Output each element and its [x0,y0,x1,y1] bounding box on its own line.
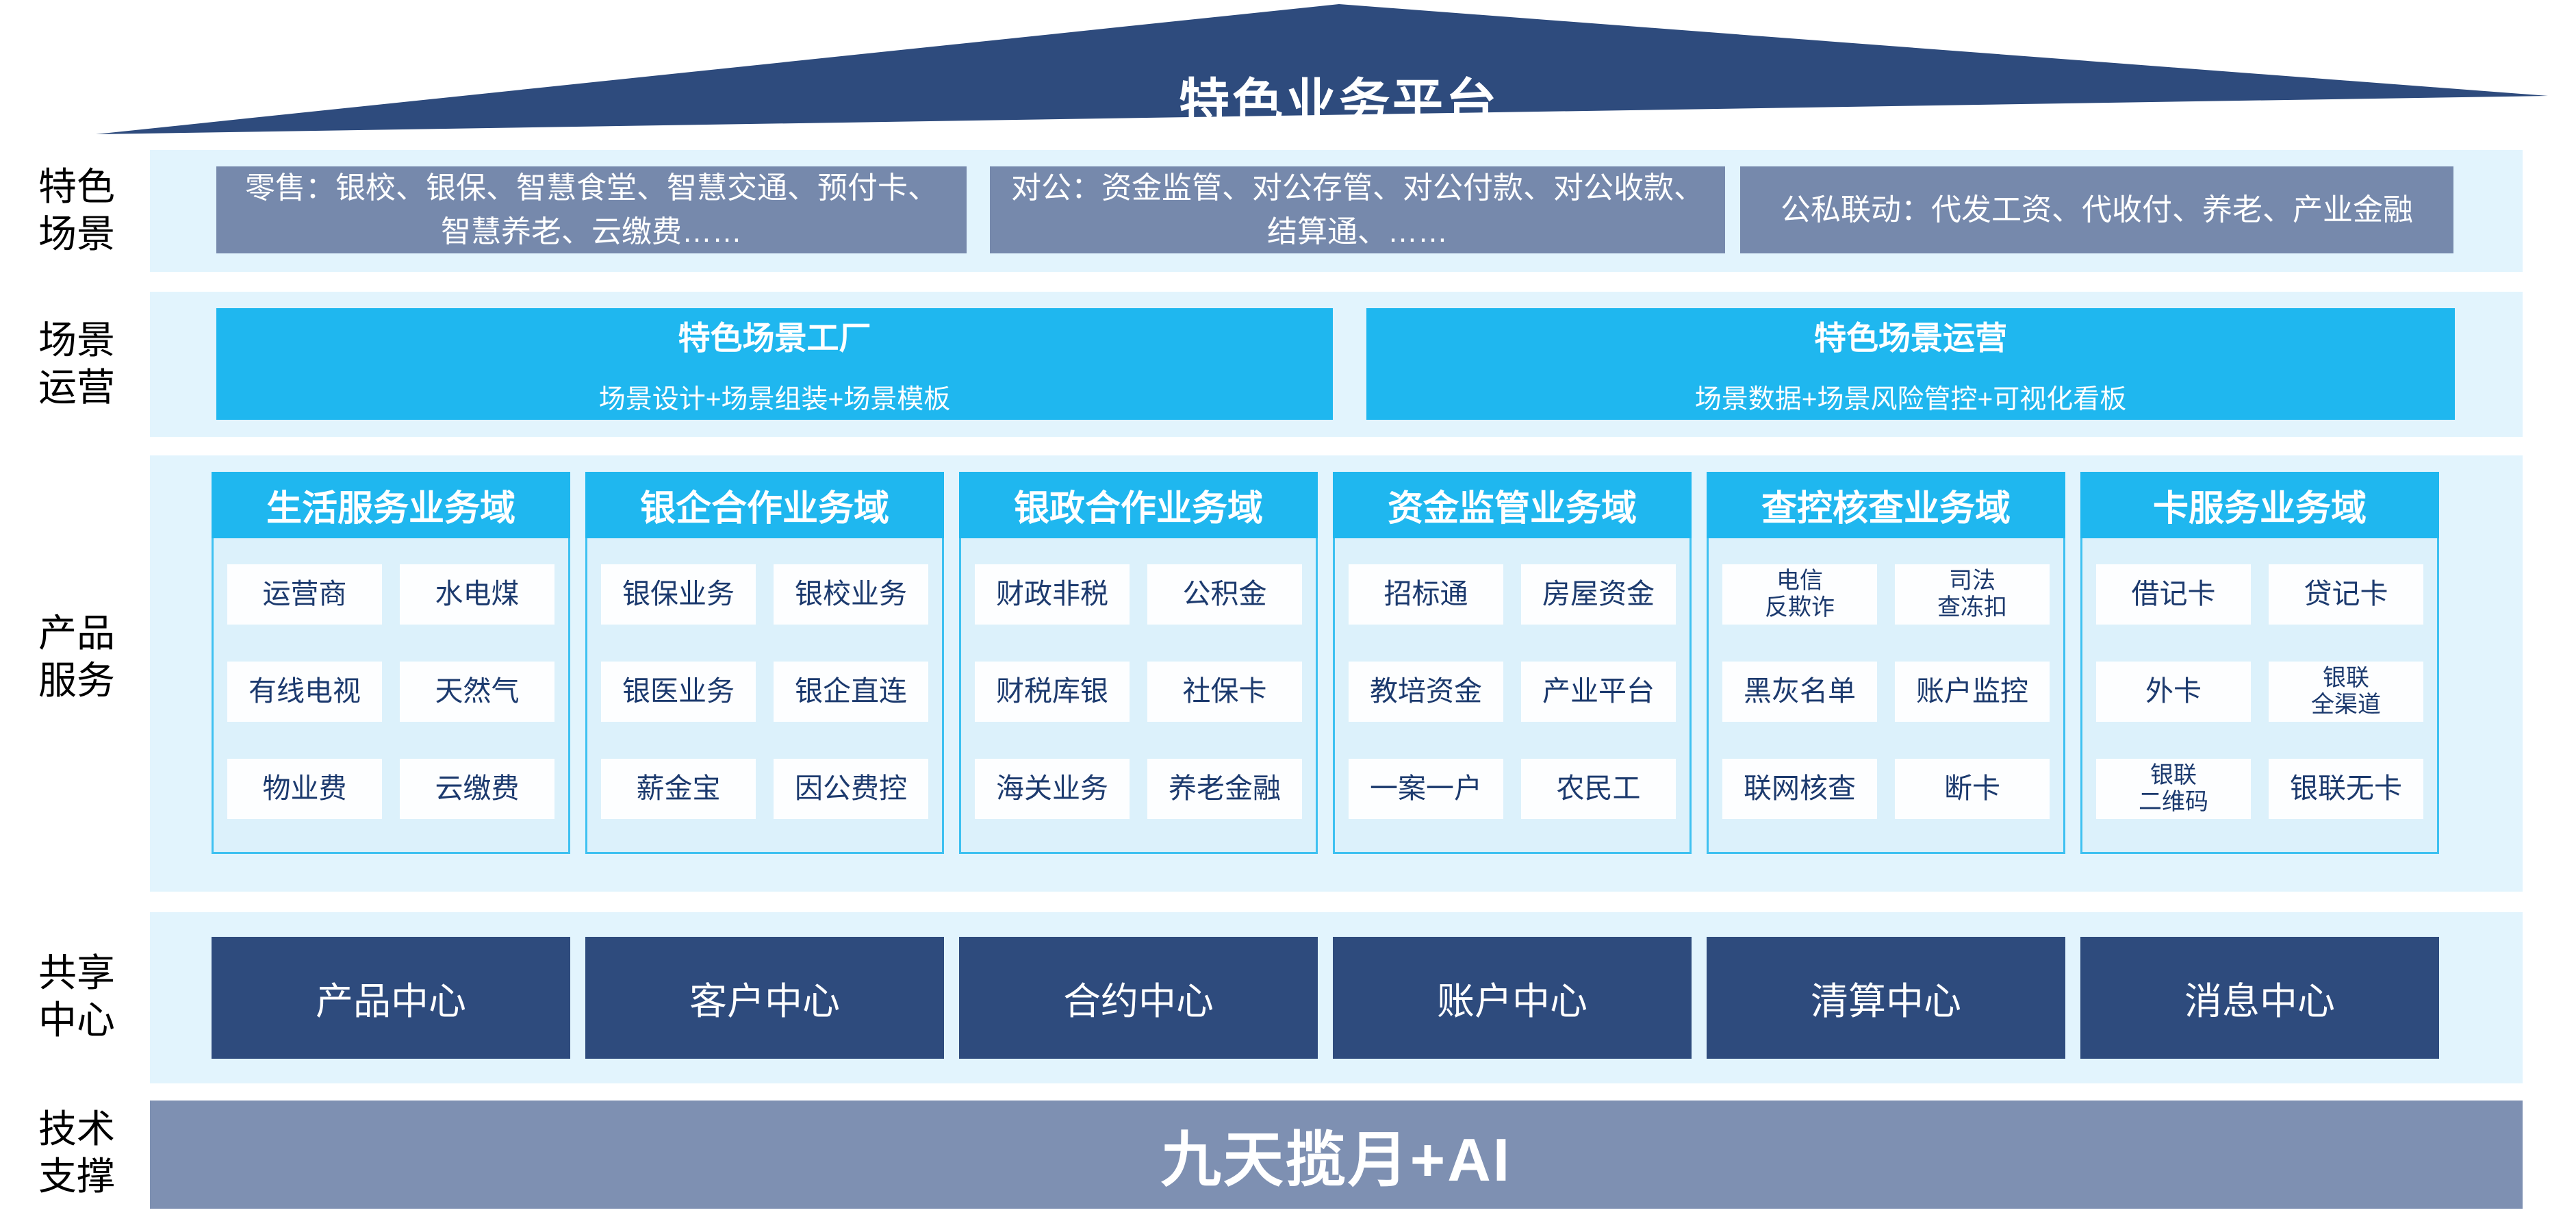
ops-box-subtitle: 场景设计+场景组装+场景模板 [598,385,951,414]
product-item: 电信 反欺诈 [1722,564,1877,625]
product-item: 水电煤 [400,564,554,625]
product-item: 天然气 [400,662,554,722]
product-item: 海关业务 [975,759,1130,819]
domain-header: 银企合作业务域 [585,472,944,538]
domain-body: 财政非税 公积金 财税库银 社保卡 海关业务 养老金融 [959,538,1318,854]
band-product-services: 生活服务业务域 运营商 水电煤 有线电视 天然气 物业费 云缴费 银企合作业务域… [150,455,2523,892]
product-item: 云缴费 [400,759,554,819]
product-item: 薪金宝 [601,759,756,819]
roof-shape [96,4,2548,134]
domain-body: 招标通 房屋资金 教培资金 产业平台 一案一户 农民工 [1333,538,1692,854]
product-item: 招标通 [1349,564,1503,625]
product-item: 银联 二维码 [2096,759,2251,819]
domain-header: 生活服务业务域 [212,472,570,538]
side-label-operations: 场景 运营 [38,318,115,410]
domain-header: 资金监管业务域 [1333,472,1692,538]
side-label-centers: 共享 中心 [38,951,115,1042]
center-box-customer: 客户中心 [585,937,944,1059]
product-item: 外卡 [2096,662,2251,722]
product-item: 因公费控 [774,759,928,819]
domain-column-bank-enterprise: 银企合作业务域 银保业务 银校业务 银医业务 银企直连 薪金宝 因公费控 [585,472,944,854]
side-label-scenes: 特色 场景 [38,165,115,256]
domain-column-bank-government: 银政合作业务域 财政非税 公积金 财税库银 社保卡 海关业务 养老金融 [959,472,1318,854]
scene-box-retail: 零售：银校、银保、智慧食堂、智慧交通、预付卡、智慧养老、云缴费…… [216,166,967,253]
side-label-products: 产品 服务 [38,612,115,703]
domain-column-life-services: 生活服务业务域 运营商 水电煤 有线电视 天然气 物业费 云缴费 [212,472,570,854]
product-item: 断卡 [1895,759,2050,819]
product-item: 借记卡 [2096,564,2251,625]
product-item: 房屋资金 [1521,564,1676,625]
domain-header: 查控核查业务域 [1707,472,2065,538]
center-box-contract: 合约中心 [959,937,1318,1059]
product-item: 联网核查 [1722,759,1877,819]
band-featured-scenes: 零售：银校、银保、智慧食堂、智慧交通、预付卡、智慧养老、云缴费…… 对公：资金监… [150,150,2523,272]
scene-box-public-private: 公私联动：代发工资、代收付、养老、产业金融 [1740,166,2453,253]
center-box-product: 产品中心 [212,937,570,1059]
domain-header: 银政合作业务域 [959,472,1318,538]
product-item: 财税库银 [975,662,1130,722]
product-item: 黑灰名单 [1722,662,1877,722]
product-item: 银保业务 [601,564,756,625]
ops-box-scene-factory: 特色场景工厂 场景设计+场景组装+场景模板 [216,308,1333,420]
domain-body: 银保业务 银校业务 银医业务 银企直连 薪金宝 因公费控 [585,538,944,854]
product-item: 银企直连 [774,662,928,722]
page-title: 特色业务平台 [1179,74,1499,131]
center-box-message: 消息中心 [2080,937,2439,1059]
roof-polygon [96,4,2548,134]
ops-box-subtitle: 场景数据+场景风险管控+可视化看板 [1694,385,2127,414]
center-box-account: 账户中心 [1333,937,1692,1059]
scene-box-corporate: 对公：资金监管、对公存管、对公付款、对公收款、结算通、…… [990,166,1725,253]
product-item: 运营商 [227,564,382,625]
product-item: 银联 全渠道 [2269,662,2423,722]
product-item: 产业平台 [1521,662,1676,722]
ops-box-title: 特色场景工厂 [678,320,871,356]
product-item: 银校业务 [774,564,928,625]
domain-column-inquiry-control: 查控核查业务域 电信 反欺诈 司法 查冻扣 黑灰名单 账户监控 联网核查 断卡 [1707,472,2065,854]
product-item: 教培资金 [1349,662,1503,722]
domain-body: 运营商 水电煤 有线电视 天然气 物业费 云缴费 [212,538,570,854]
domain-column-fund-supervision: 资金监管业务域 招标通 房屋资金 教培资金 产业平台 一案一户 农民工 [1333,472,1692,854]
band-shared-centers: 产品中心 客户中心 合约中心 账户中心 清算中心 消息中心 [150,912,2523,1083]
product-item: 贷记卡 [2269,564,2423,625]
product-item: 公积金 [1147,564,1302,625]
product-item: 社保卡 [1147,662,1302,722]
product-item: 银联无卡 [2269,759,2423,819]
product-item: 一案一户 [1349,759,1503,819]
product-item: 养老金融 [1147,759,1302,819]
product-item: 物业费 [227,759,382,819]
product-item: 财政非税 [975,564,1130,625]
ops-box-scene-operation: 特色场景运营 场景数据+场景风险管控+可视化看板 [1366,308,2455,420]
domain-column-card-services: 卡服务业务域 借记卡 贷记卡 外卡 银联 全渠道 银联 二维码 银联无卡 [2080,472,2439,854]
product-item: 司法 查冻扣 [1895,564,2050,625]
domain-header: 卡服务业务域 [2080,472,2439,538]
product-item: 银医业务 [601,662,756,722]
product-item: 有线电视 [227,662,382,722]
center-box-clearing: 清算中心 [1707,937,2065,1059]
ops-box-title: 特色场景运营 [1814,320,2007,356]
side-label-tech: 技术 支撑 [38,1107,115,1198]
domain-body: 借记卡 贷记卡 外卡 银联 全渠道 银联 二维码 银联无卡 [2080,538,2439,854]
product-item: 账户监控 [1895,662,2050,722]
band-scene-operations: 特色场景工厂 场景设计+场景组装+场景模板 特色场景运营 场景数据+场景风险管控… [150,292,2523,437]
domain-body: 电信 反欺诈 司法 查冻扣 黑灰名单 账户监控 联网核查 断卡 [1707,538,2065,854]
product-item: 农民工 [1521,759,1676,819]
tech-support-bar: 九天揽月+AI [150,1101,2523,1209]
